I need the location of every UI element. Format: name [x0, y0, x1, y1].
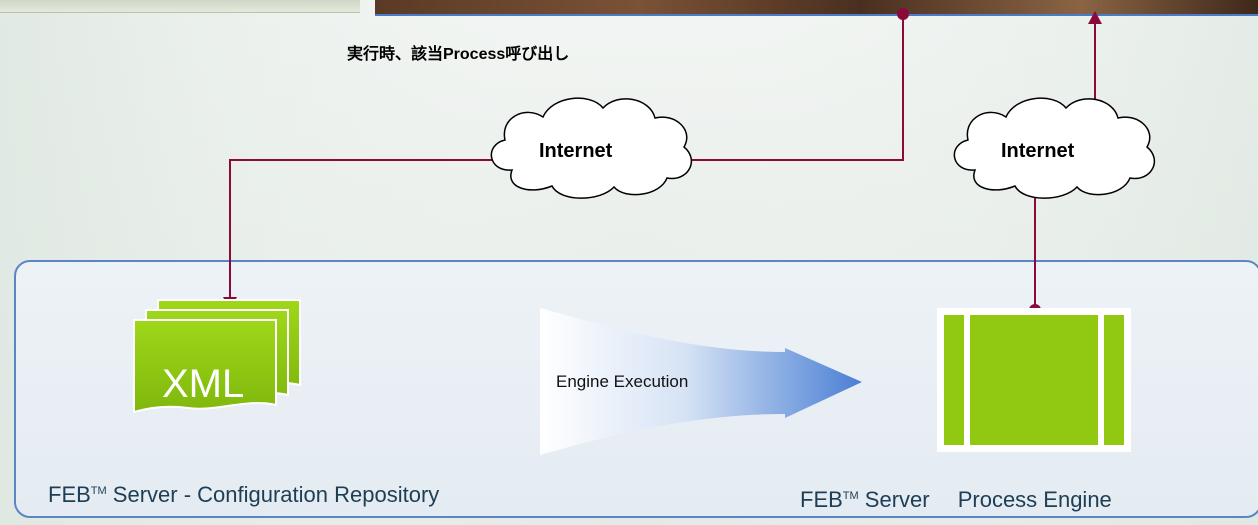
- cloud-label-right: Internet: [1001, 140, 1075, 162]
- engine-server-caption: FEBTM Server Process Engine: [800, 482, 1112, 514]
- engine-server-name: FEB: [800, 487, 843, 512]
- connector-from-engine: [1029, 11, 1102, 316]
- connector-dot-top: [897, 8, 909, 20]
- engine-server-rest: Server Process Engine: [858, 487, 1112, 512]
- repo-tm: TM: [90, 485, 107, 497]
- top-left-header-strip: [0, 0, 360, 13]
- internet-cloud-left: [490, 97, 693, 199]
- cloud-label-left: Internet: [539, 140, 613, 162]
- xml-document-stack-icon: [133, 299, 301, 414]
- process-call-label: 実行時、該当Process呼び出し: [347, 46, 570, 63]
- repo-rest: Server - Configuration Repository: [106, 482, 440, 507]
- engine-execution-label: Engine Execution: [556, 372, 689, 391]
- xml-label: XML: [162, 362, 245, 406]
- repository-caption: FEBTM Server - Configuration Repository: [48, 482, 439, 508]
- repo-name: FEB: [48, 482, 91, 507]
- engine-execution-arrow: [540, 308, 862, 455]
- process-engine-icon: [937, 308, 1131, 452]
- engine-server-tm: TM: [842, 490, 859, 502]
- arrowhead-up: [1088, 11, 1102, 24]
- top-photo-strip: [375, 0, 1258, 16]
- internet-cloud-right: [953, 97, 1156, 199]
